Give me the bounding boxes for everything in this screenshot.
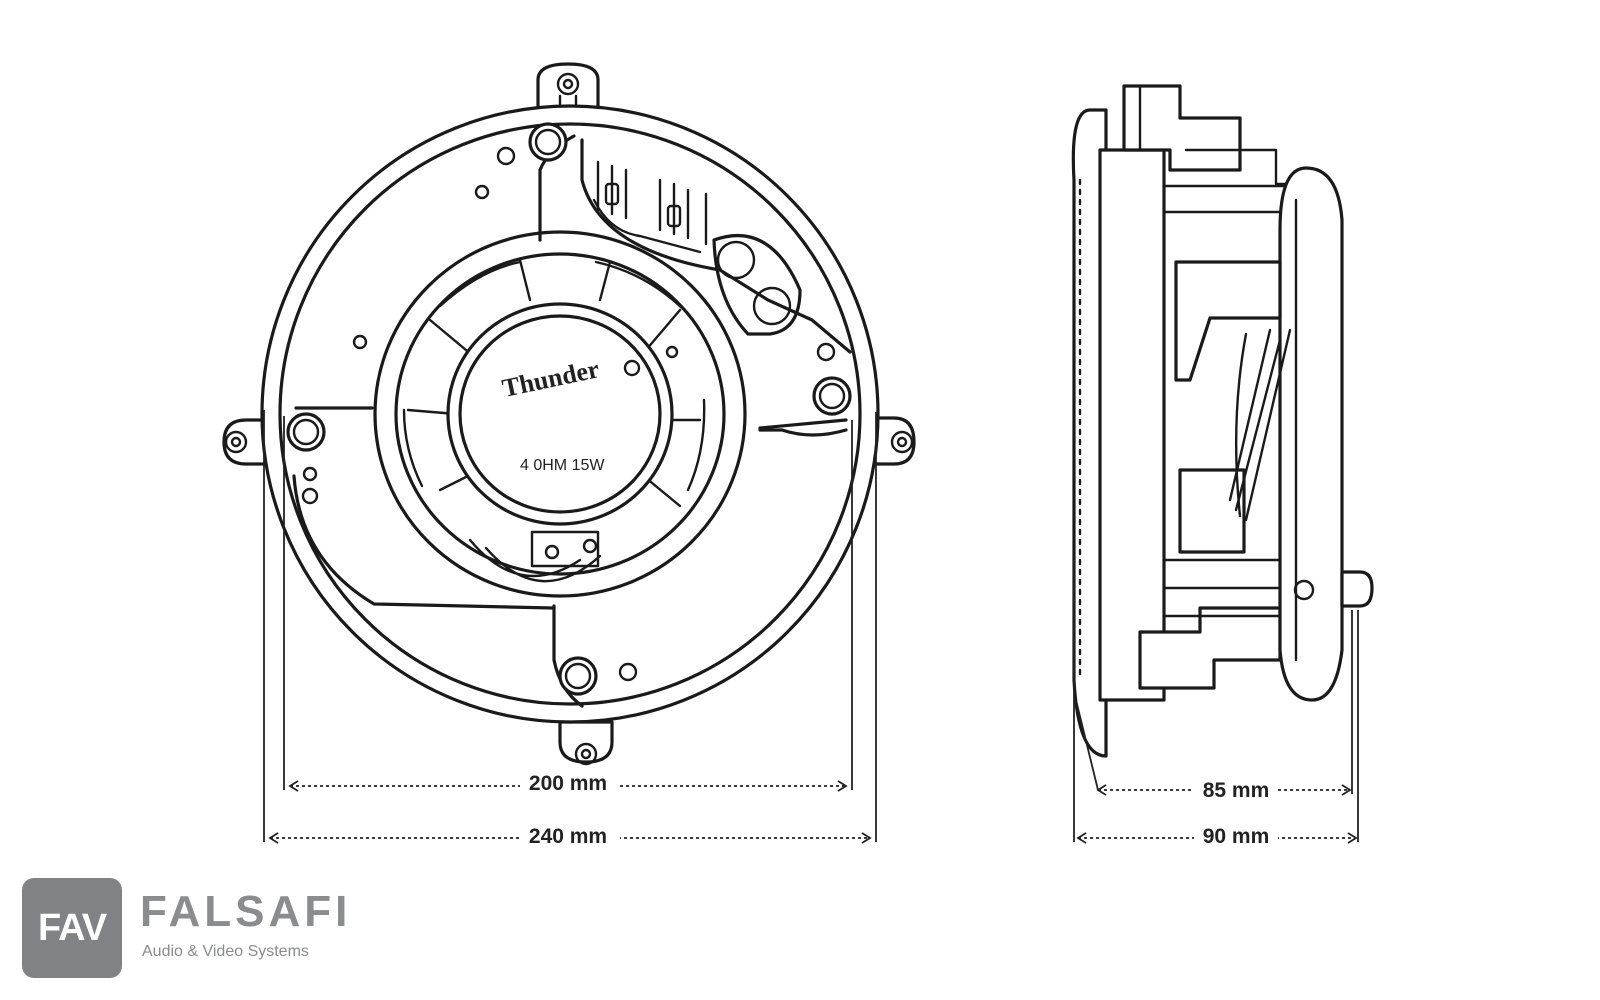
mounting-tab-bottom (558, 720, 614, 766)
dimension-label-240: 240 mm (529, 825, 607, 848)
front-view: Thunder 4 0HM 15W (222, 62, 916, 766)
dimension-label-85: 85 mm (1203, 779, 1270, 802)
mounting-tab-top (536, 62, 600, 112)
screw-hole (564, 662, 592, 690)
woofer-rim-outer (373, 230, 747, 598)
mounting-tab-right (870, 416, 916, 466)
terminal-block (592, 160, 708, 254)
falsafi-logo-badge: FAV (22, 878, 122, 978)
screw-hole (534, 128, 562, 156)
screw-hole (292, 418, 320, 446)
cone-profile (1234, 332, 1248, 518)
mounting-tab-left (222, 418, 270, 466)
woofer-rim-inner (394, 252, 726, 576)
screw-small (665, 345, 679, 359)
basket-spokes (406, 258, 702, 508)
side-rails (1162, 184, 1308, 618)
frame-right-lower (758, 428, 848, 437)
side-dimensions: 85 mm 90 mm (1073, 560, 1359, 848)
motor-block (1178, 468, 1246, 554)
side-screw (1293, 579, 1315, 601)
tweeter-cap-outer (446, 302, 674, 526)
frame-right-bar (758, 418, 848, 430)
dimension-label-90: 90 mm (1203, 825, 1270, 848)
screw-hole (818, 382, 846, 410)
magnet-assembly (1174, 260, 1282, 382)
port-tubes (712, 234, 802, 336)
side-view (1071, 84, 1374, 758)
frame-left-lower (292, 474, 554, 610)
dimension-label-200: 200 mm (529, 772, 607, 795)
side-body (1098, 148, 1166, 702)
front-dimensions: 200 mm 240 mm (263, 410, 877, 848)
speaker-rating: 4 0HM 15W (520, 457, 605, 474)
inner-flange (278, 122, 862, 706)
brand-logo-icon (623, 359, 641, 377)
rear-flange (1278, 166, 1344, 702)
falsafi-logo-name: FALSAFI (140, 887, 352, 936)
falsafi-logo-tagline: Audio & Video Systems (142, 943, 309, 960)
basket-windows (402, 260, 706, 492)
rear-knob (1340, 570, 1374, 608)
woofer-terminal (468, 530, 602, 583)
tweeter-cap-inner (458, 314, 662, 514)
